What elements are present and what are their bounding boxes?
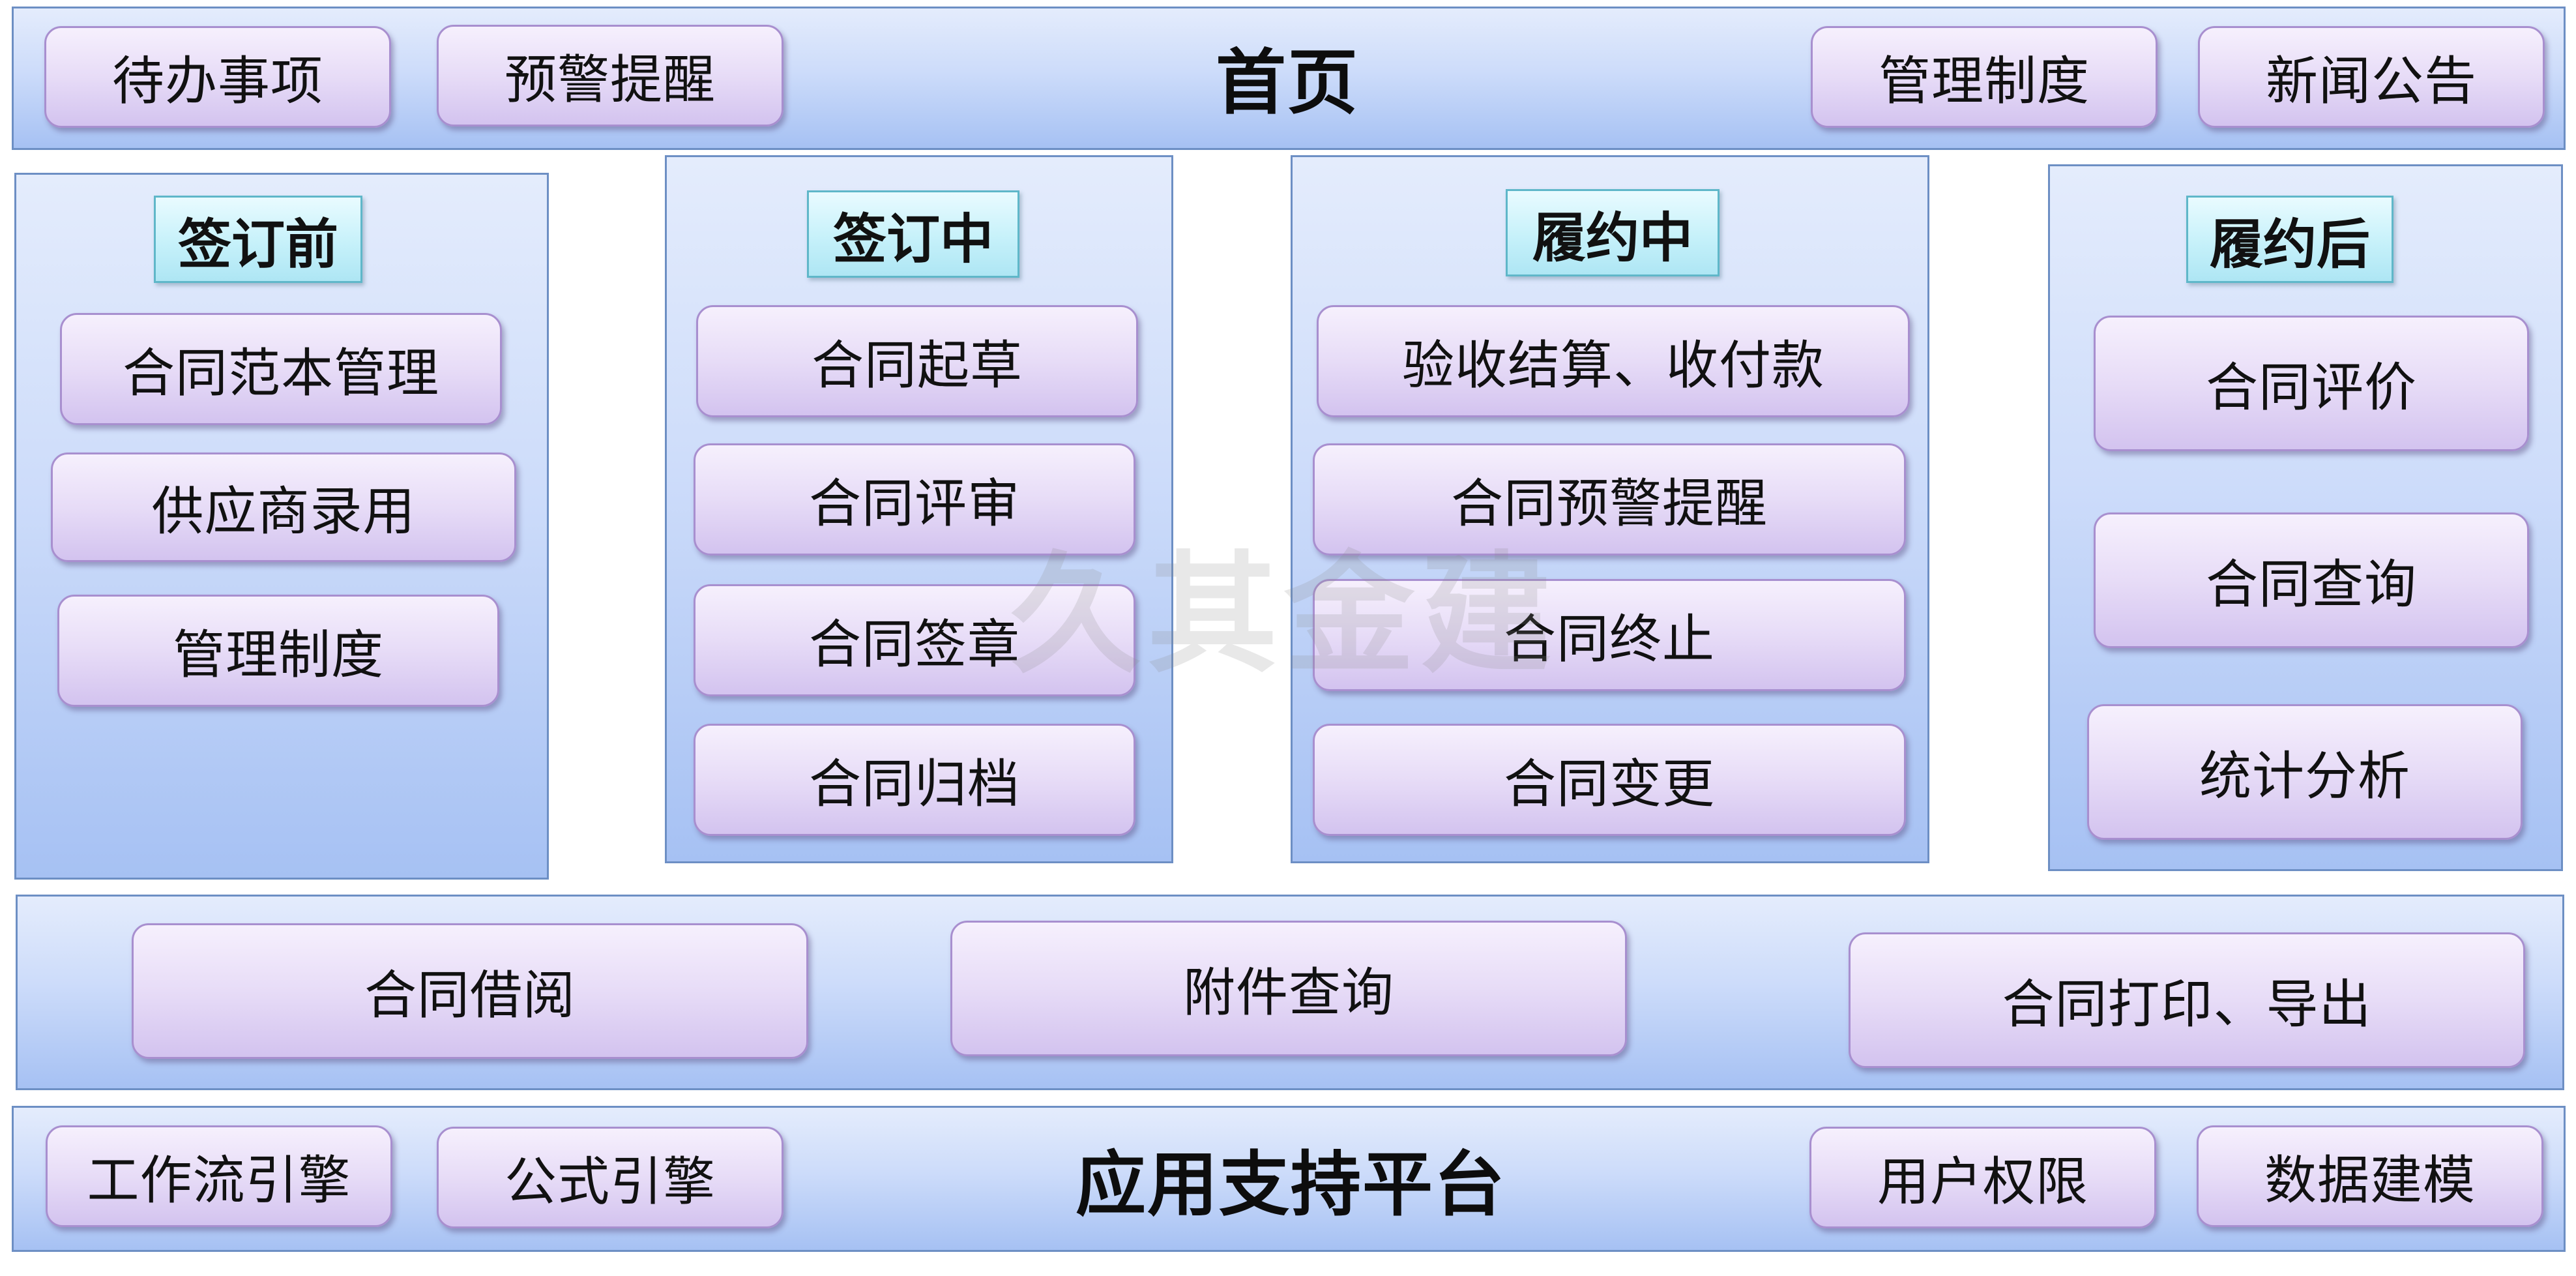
attachment-query-button[interactable]: 附件查询 [950, 921, 1627, 1056]
template-management-button[interactable]: 合同范本管理 [60, 313, 502, 425]
contract-termination-button[interactable]: 合同终止 [1313, 579, 1906, 691]
contract-alert-button[interactable]: 合同预警提醒 [1313, 443, 1906, 556]
supplier-hiring-button[interactable]: 供应商录用 [51, 453, 516, 562]
column-title-signing: 签订中 [807, 190, 1019, 278]
news-button[interactable]: 新闻公告 [2198, 26, 2545, 128]
workflow-engine-button[interactable]: 工作流引擎 [46, 1125, 392, 1227]
contract-evaluation-button[interactable]: 合同评价 [2094, 316, 2529, 451]
alert-button[interactable]: 预警提醒 [437, 25, 783, 126]
column-title-pre-signing: 签订前 [154, 196, 362, 283]
acceptance-settlement-button[interactable]: 验收结算、收付款 [1317, 305, 1910, 417]
contract-change-button[interactable]: 合同变更 [1313, 724, 1906, 836]
user-permission-button[interactable]: 用户权限 [1809, 1127, 2156, 1228]
contract-drafting-button[interactable]: 合同起草 [696, 305, 1138, 417]
policy-button[interactable]: 管理制度 [1811, 26, 2158, 128]
data-modeling-button[interactable]: 数据建模 [2197, 1125, 2543, 1227]
todo-button[interactable]: 待办事项 [44, 26, 391, 128]
contract-query-button[interactable]: 合同查询 [2094, 512, 2529, 648]
home-title: 首页 [1215, 42, 1359, 124]
contract-archive-button[interactable]: 合同归档 [694, 724, 1135, 836]
column-title-performing: 履约中 [1506, 189, 1720, 276]
contract-print-export-button[interactable]: 合同打印、导出 [1849, 932, 2525, 1068]
management-policy-button[interactable]: 管理制度 [57, 595, 499, 707]
contract-review-button[interactable]: 合同评审 [694, 443, 1135, 556]
support-platform-title: 应用支持平台 [1075, 1144, 1506, 1226]
statistics-analysis-button[interactable]: 统计分析 [2087, 704, 2523, 840]
contract-borrow-button[interactable]: 合同借阅 [132, 923, 808, 1059]
formula-engine-button[interactable]: 公式引擎 [437, 1127, 783, 1228]
contract-signature-button[interactable]: 合同签章 [694, 584, 1135, 696]
column-title-post-performing: 履约后 [2186, 196, 2393, 283]
